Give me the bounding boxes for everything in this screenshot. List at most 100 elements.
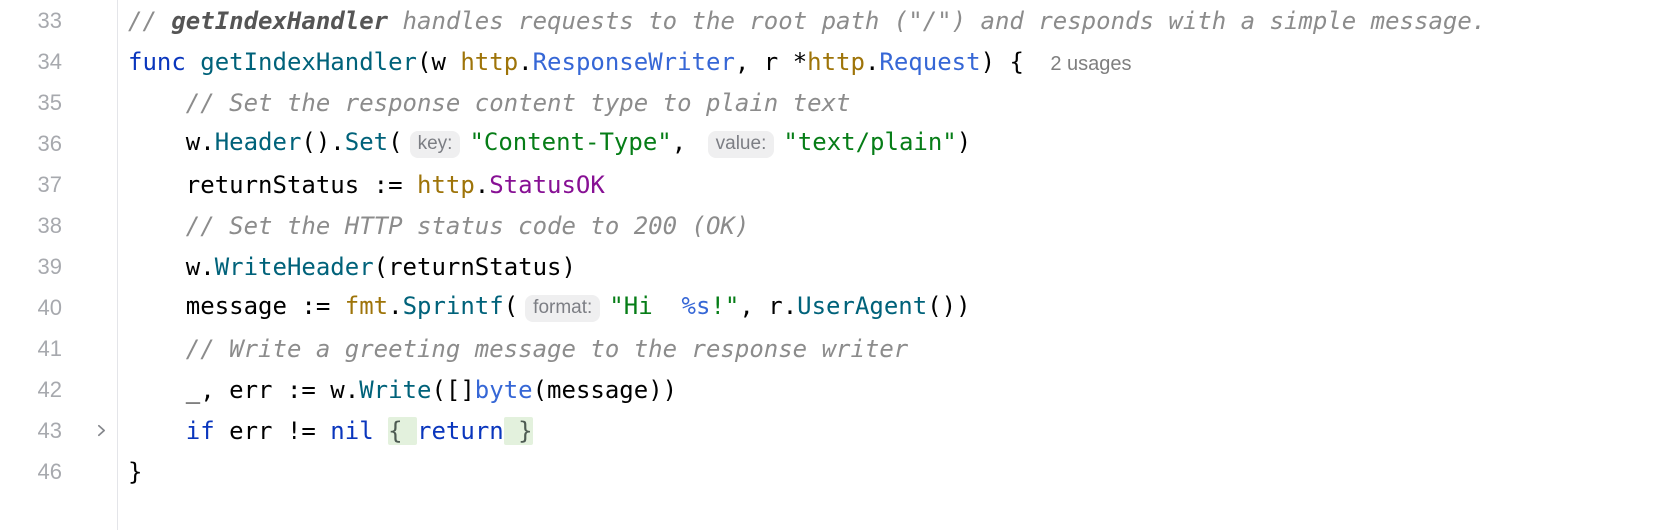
code-token: err != [214, 416, 331, 445]
code-token: ) [956, 127, 972, 156]
line-number[interactable]: 43 [37, 417, 62, 443]
code-token: . [388, 291, 403, 320]
inlay-parameter-hint: value: [707, 130, 775, 159]
code-token: getIndexHandler [200, 47, 417, 76]
line-number[interactable]: 36 [37, 130, 62, 156]
code-token: "text/plain" [783, 127, 957, 156]
fold-chevron-icon[interactable] [93, 422, 110, 439]
code-text: _, err := w.Write([]byte(message)) [128, 376, 677, 404]
code-token: ( [388, 127, 403, 156]
code-text: returnStatus := http.StatusOK [128, 171, 605, 199]
line-number[interactable]: 46 [37, 458, 62, 484]
editor-gutter: 34 [0, 41, 117, 82]
code-token: // Set the response content type to plai… [185, 88, 851, 117]
code-token [374, 417, 388, 445]
code-line[interactable]: 41 // Write a greeting message to the re… [0, 328, 1680, 369]
code-token: %s [681, 291, 711, 320]
code-text: } [128, 458, 142, 486]
code-line[interactable]: 39 w.WriteHeader(returnStatus) [0, 246, 1680, 287]
code-token: } [503, 416, 533, 445]
code-text: // Set the HTTP status code to 200 (OK) [128, 211, 750, 240]
code-token: ()) [927, 291, 971, 320]
code-token [128, 335, 186, 363]
code-token: getIndexHandler [171, 6, 389, 35]
code-token: , r * [734, 47, 808, 76]
code-text: func getIndexHandler(w http.ResponseWrit… [128, 48, 1132, 76]
line-number[interactable]: 40 [37, 294, 62, 320]
code-token: // Set the HTTP status code to 200 (OK) [185, 211, 750, 240]
code-line[interactable]: 34 func getIndexHandler(w http.ResponseWr… [0, 41, 1680, 82]
code-line[interactable]: 43 if err != nil { return } [0, 410, 1680, 451]
code-text: if err != nil { return } [128, 416, 533, 445]
editor-gutter: 35 [0, 82, 117, 123]
code-token [128, 89, 186, 117]
code-line[interactable]: 46} [0, 451, 1680, 492]
code-token: handles requests to the root path ("/") … [388, 6, 1487, 35]
editor-gutter: 37 [0, 164, 117, 205]
editor-gutter: 33 [0, 0, 117, 41]
editor-gutter: 36 [0, 123, 117, 164]
code-line[interactable]: 38 // Set the HTTP status code to 200 (O… [0, 205, 1680, 246]
code-token: , [671, 127, 701, 156]
code-token: _, err := w. [128, 375, 360, 404]
gutter-divider [117, 0, 118, 530]
code-line[interactable]: 40 message := fmt.Sprintf(format:"Hi %s!… [0, 287, 1680, 328]
editor-gutter: 39 [0, 246, 117, 287]
code-token: (). [301, 127, 345, 156]
code-token: "Content-Type" [469, 127, 672, 156]
code-token: http [807, 47, 865, 76]
editor-gutter: 38 [0, 205, 117, 246]
editor-gutter: 42 [0, 369, 117, 410]
code-token: . [518, 47, 533, 76]
editor-gutter: 43 [0, 410, 117, 451]
inlay-parameter-hint: key: [409, 130, 461, 159]
code-token: nil [330, 416, 374, 445]
line-number[interactable]: 38 [37, 212, 62, 238]
line-number[interactable]: 34 [37, 48, 62, 74]
code-token: (returnStatus) [373, 252, 576, 281]
code-line[interactable]: 35 // Set the response content type to p… [0, 82, 1680, 123]
code-token [128, 417, 186, 445]
code-token: fmt [344, 291, 389, 320]
code-token: message := [128, 291, 345, 320]
code-token: Header [214, 127, 302, 156]
code-token: Sprintf [402, 291, 504, 320]
code-token: !" [710, 291, 740, 320]
line-number[interactable]: 33 [37, 7, 62, 33]
code-token: http [460, 47, 519, 76]
usages-hint[interactable]: 2 usages [1050, 52, 1132, 75]
code-token: // Write a greeting message to the respo… [185, 334, 909, 363]
code-token: (message)) [532, 375, 678, 404]
code-line[interactable]: 36 w.Header().Set(key:"Content-Type", va… [0, 123, 1680, 164]
code-token: Request [879, 47, 981, 76]
code-token: UserAgent [797, 291, 928, 320]
code-line[interactable]: 33 // getIndexHandler handles requests to… [0, 0, 1680, 41]
code-text: w.Header().Set(key:"Content-Type", value… [128, 128, 971, 160]
editor-gutter: 41 [0, 328, 117, 369]
line-number[interactable]: 37 [37, 171, 62, 197]
line-number[interactable]: 41 [37, 335, 62, 361]
code-text: // Write a greeting message to the respo… [128, 335, 908, 363]
code-token: w. [128, 252, 215, 281]
code-token: StatusOK [489, 170, 605, 199]
code-token: ResponseWriter [532, 47, 735, 76]
editor-gutter: 46 [0, 451, 117, 492]
line-number[interactable]: 35 [37, 89, 62, 115]
code-line[interactable]: 37 returnStatus := http.StatusOK [0, 164, 1680, 205]
code-line[interactable]: 42 _, err := w.Write([]byte(message)) [0, 369, 1680, 410]
code-text: message := fmt.Sprintf(format:"Hi %s!", … [128, 292, 971, 324]
code-text: // Set the response content type to plai… [128, 88, 851, 117]
line-number[interactable]: 39 [37, 253, 62, 279]
inlay-parameter-hint: format: [525, 294, 601, 323]
code-token: func [128, 47, 186, 76]
code-token: returnStatus := [128, 170, 417, 199]
code-text: // getIndexHandler handles requests to t… [128, 7, 1486, 35]
code-token [128, 212, 186, 240]
code-token: } [128, 457, 143, 486]
code-token: if [185, 416, 215, 445]
line-number[interactable]: 42 [37, 376, 62, 402]
code-token: Write [359, 375, 432, 404]
code-token: http [416, 170, 475, 199]
code-token: . [864, 47, 880, 76]
